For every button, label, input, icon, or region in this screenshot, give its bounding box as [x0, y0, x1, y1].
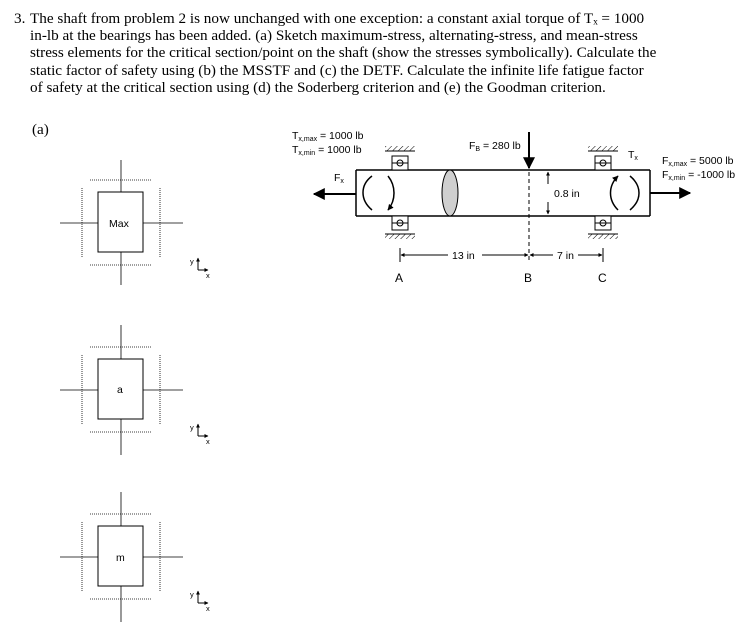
torque-arrow-right: [609, 175, 619, 211]
element-label: a: [117, 384, 123, 396]
shaft-section-ellipse: [441, 169, 459, 217]
dim-ab-label: 13 in: [452, 250, 475, 262]
bearing-a-top: [385, 146, 415, 171]
element-label: m: [116, 552, 125, 564]
problem-line: of safety at the critical section using …: [30, 78, 606, 96]
torque-curve-right: [629, 175, 640, 211]
torque-right-label: Tx: [628, 149, 638, 162]
problem-line: The shaft from problem 2 is now unchange…: [30, 10, 645, 27]
problem-number: 3.: [14, 10, 26, 27]
problem-text: The shaft from problem 2 is now unchange…: [30, 10, 734, 96]
bearing-a-bottom: [385, 215, 415, 239]
problem-line: stress elements for the critical section…: [30, 44, 657, 62]
fx-min-label: Fx,min = -1000 lb: [662, 169, 735, 182]
shaft-diagram: Tx,max = 1000 lb Tx,min = 1000 lb Fx: [292, 130, 735, 285]
torque-arrow-left: [387, 175, 395, 211]
axis-x-label: x: [206, 437, 210, 446]
element-square: [97, 191, 144, 253]
axis-x-label: x: [206, 271, 210, 280]
point-b-label: B: [524, 271, 532, 285]
axis-y-label: y: [190, 590, 194, 599]
axis-y-label: y: [190, 423, 194, 432]
stress-element-mean: m: [60, 492, 183, 622]
bearing-c-top: [588, 146, 618, 171]
stress-element-alternating: a: [60, 325, 183, 455]
point-c-label: C: [598, 271, 607, 285]
diameter-label: 0.8 in: [554, 188, 580, 200]
problem-statement: 3. The shaft from problem 2 is now uncha…: [14, 10, 734, 96]
axis-triad-alternating: y x: [190, 423, 210, 446]
bearing-c-bottom: [588, 215, 618, 239]
axis-x-label: x: [206, 604, 210, 613]
element-square: [97, 525, 144, 587]
torque-max-label: Tx,max = 1000 lb: [292, 130, 364, 143]
problem-line: in-lb at the bearings has been added. (a…: [30, 27, 638, 45]
point-a-label: A: [395, 271, 403, 285]
torque-min-label: Tx,min = 1000 lb: [292, 144, 362, 157]
force-x-label: Fx: [334, 172, 344, 185]
dim-bc-label: 7 in: [557, 250, 574, 262]
axis-triad-max: y x: [190, 257, 210, 280]
problem-line: static factor of safety using (b) the MS…: [30, 61, 644, 79]
element-label: Max: [109, 218, 130, 230]
element-square: [97, 358, 144, 420]
stress-element-max: Max: [60, 160, 183, 285]
fx-max-label: Fx,max = 5000 lb: [662, 155, 734, 168]
force-b-label: FB = 280 lb: [469, 140, 521, 153]
part-a-label: (a): [32, 121, 49, 138]
torque-curve-left: [362, 175, 373, 211]
axis-triad-mean: y x: [190, 590, 210, 613]
axis-y-label: y: [190, 257, 194, 266]
